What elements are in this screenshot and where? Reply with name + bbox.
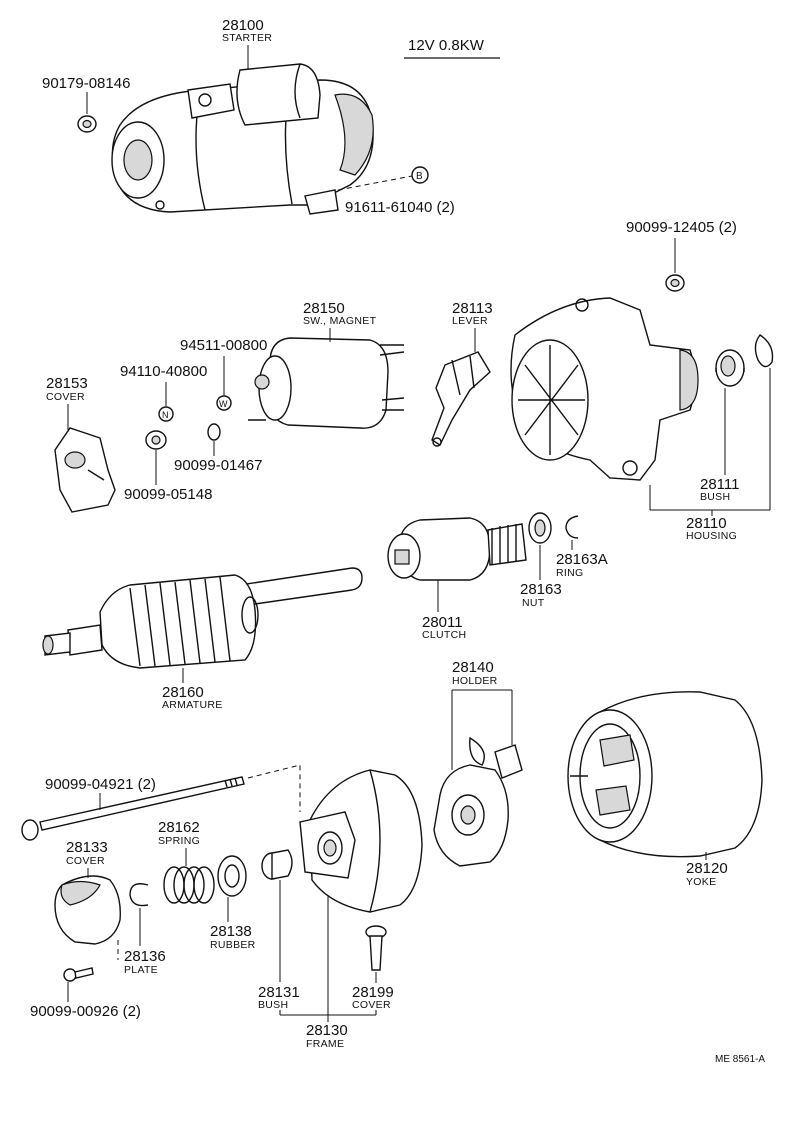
bolt-b-marker-letter: B xyxy=(416,171,423,182)
washer-01467-number: 90099-01467 xyxy=(174,457,262,474)
cover-28199-name: COVER xyxy=(352,999,391,1011)
nut-28163-name: NUT xyxy=(522,597,545,609)
washer-01467-drawing xyxy=(207,423,221,441)
plate-drawing xyxy=(129,883,149,907)
screw-00926-drawing xyxy=(63,967,94,982)
cover-28153-name: COVER xyxy=(46,391,85,403)
cover-28153-number: 28153 xyxy=(46,375,88,392)
cover-28133-drawing xyxy=(54,875,121,945)
armature-number: 28160 xyxy=(162,684,204,701)
nut-05148-drawing xyxy=(145,430,167,450)
lever-name: LEVER xyxy=(452,315,488,327)
housing-drawing xyxy=(510,297,699,481)
cover-28133-number: 28133 xyxy=(66,839,108,856)
starter-name: STARTER xyxy=(222,32,272,44)
starter-drawing xyxy=(111,63,374,215)
magnet-switch-number: 28150 xyxy=(303,300,345,317)
starter-number: 28100 xyxy=(222,17,264,34)
cover-28199-drawing xyxy=(365,925,387,971)
magnet-switch-name: SW., MAGNET xyxy=(303,315,377,327)
clutch-drawing xyxy=(387,517,527,581)
clutch-name: CLUTCH xyxy=(422,629,466,641)
lever-drawing xyxy=(431,351,491,447)
frame-name: FRAME xyxy=(306,1038,344,1050)
plate-number: 28136 xyxy=(124,948,166,965)
nut-starter-number: 90179-08146 xyxy=(42,75,130,92)
housing-name: HOUSING xyxy=(686,530,737,542)
through-bolt-number: 90099-04921 (2) xyxy=(45,776,156,793)
washer-w-number: 94511-00800 xyxy=(180,337,267,354)
rubber-drawing xyxy=(217,855,247,897)
bush-28131-number: 28131 xyxy=(258,984,300,1001)
housing-number: 28110 xyxy=(686,515,727,532)
rubber-number: 28138 xyxy=(210,923,252,940)
plate-name: PLATE xyxy=(124,964,158,976)
ring-drawing xyxy=(565,515,579,539)
holder-name: HOLDER xyxy=(452,675,498,687)
housing-seal-drawing xyxy=(754,334,774,368)
bush-28111-drawing xyxy=(715,349,745,387)
lever-number: 28113 xyxy=(452,300,493,317)
bolt-b-leader xyxy=(337,175,413,191)
cover-28133-name: COVER xyxy=(66,855,105,867)
bush-28111-name: BUSH xyxy=(700,491,730,503)
spring-drawing xyxy=(163,866,215,904)
nut-housing-number: 90099-12405 (2) xyxy=(626,219,737,236)
yoke-number: 28120 xyxy=(686,860,728,877)
nut-starter-drawing xyxy=(77,115,97,133)
armature-drawing xyxy=(42,567,363,669)
armature-name: ARMATURE xyxy=(162,699,223,711)
yoke-name: YOKE xyxy=(686,876,716,888)
rubber-name: RUBBER xyxy=(210,939,256,951)
bush-28131-drawing xyxy=(261,849,293,880)
nut-n-marker-letter: N xyxy=(162,410,169,420)
cover-28153-drawing xyxy=(54,427,116,513)
bush-28111-number: 28111 xyxy=(700,476,740,493)
spring-name: SPRING xyxy=(158,835,200,847)
nut-28163-number: 28163 xyxy=(520,581,562,598)
spring-number: 28162 xyxy=(158,819,200,836)
holder-drawing xyxy=(433,736,523,867)
screw-00926-number: 90099-00926 (2) xyxy=(30,1003,141,1020)
cover-28199-number: 28199 xyxy=(352,984,394,1001)
bush-28131-name: BUSH xyxy=(258,999,288,1011)
bolt-b-marker xyxy=(411,166,429,184)
ring-name: RING xyxy=(556,567,583,579)
clutch-number: 28011 xyxy=(422,614,463,631)
spec-label: 12V 0.8KW xyxy=(408,37,485,54)
holder-number: 28140 xyxy=(452,659,494,676)
bolt-b-number: 91611-61040 (2) xyxy=(345,199,455,216)
frame-drawing xyxy=(299,769,423,913)
nut-05148-number: 90099-05148 xyxy=(124,486,212,503)
drawing-code: ME 8561-A xyxy=(715,1054,765,1065)
nut-n-number: 94110-40800 xyxy=(120,363,207,380)
yoke-drawing xyxy=(567,691,763,858)
washer-w-marker-letter: W xyxy=(219,399,228,409)
ring-number: 28163A xyxy=(556,551,608,568)
frame-number: 28130 xyxy=(306,1022,348,1039)
magnet-switch-drawing xyxy=(248,337,405,429)
washer-w-marker xyxy=(216,395,232,411)
through-bolt-dashed-path xyxy=(247,764,301,812)
nut-housing-drawing xyxy=(665,274,685,292)
through-bolt-drawing xyxy=(21,776,245,841)
nut-n-marker xyxy=(158,406,174,422)
nut-28163-drawing xyxy=(528,512,552,544)
